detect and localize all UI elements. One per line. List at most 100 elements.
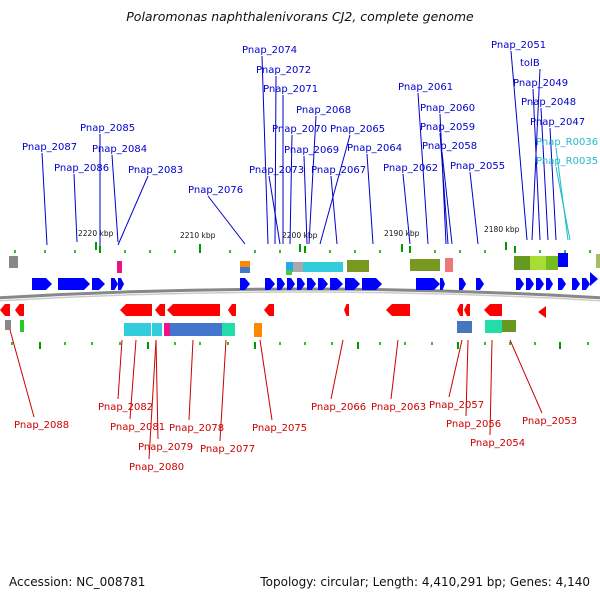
- category-box: [485, 320, 502, 333]
- forward-gene-arrow: [362, 278, 382, 290]
- reverse-gene-leader: [9, 329, 35, 418]
- reverse-gene-leader: [188, 339, 194, 421]
- forward-gene-label: Pnap_2058: [422, 141, 477, 152]
- forward-gene-arrow: [536, 278, 544, 290]
- forward-gene-leader: [555, 147, 569, 241]
- category-box: [254, 323, 262, 337]
- reverse-gene-label: Pnap_2082: [98, 402, 153, 413]
- forward-gene-arrow: [526, 278, 534, 290]
- reverse-gene-leader: [330, 339, 344, 400]
- forward-gene-leader: [303, 155, 308, 245]
- forward-gene-label: Pnap_2060: [420, 103, 475, 114]
- category-box: [502, 320, 516, 332]
- forward-gene-leader: [41, 152, 48, 246]
- category-box: [410, 259, 440, 271]
- forward-gene-label: Pnap_2085: [80, 123, 135, 134]
- forward-gene-label: Pnap_2062: [383, 163, 438, 174]
- category-box: [293, 262, 303, 272]
- reverse-gene-label: Pnap_2057: [429, 400, 484, 411]
- reverse-gene-label: Pnap_2063: [371, 402, 426, 413]
- forward-gene-arrow: [32, 278, 52, 290]
- map-title: Polaromonas naphthalenivorans CJ2, compl…: [126, 9, 474, 24]
- forward-gene-arrow: [330, 278, 343, 290]
- forward-gene-leader: [319, 134, 351, 245]
- category-box: [117, 261, 122, 273]
- forward-gene-arrow: [345, 278, 360, 290]
- accession-text: Accession: NC_008781: [9, 575, 146, 589]
- reverse-gene-label: Pnap_2054: [470, 438, 525, 449]
- forward-gene-label: tolB: [520, 58, 540, 69]
- forward-gene-arrow: [516, 278, 524, 290]
- scale-tick-label: 2190 kbp: [384, 229, 420, 238]
- scale-tick-label: 2210 kbp: [180, 231, 216, 240]
- forward-gene-leader: [417, 92, 429, 245]
- category-box: [445, 258, 453, 272]
- forward-gene-leader: [207, 195, 246, 245]
- forward-gene-arrow: [297, 278, 305, 290]
- category-box: [5, 320, 11, 330]
- reverse-gene-arrow: [167, 304, 220, 316]
- category-box: [9, 256, 18, 268]
- forward-gene-arrow: [111, 278, 118, 290]
- category-box: [530, 256, 546, 270]
- reverse-gene-leader: [148, 339, 157, 460]
- category-box: [546, 256, 558, 270]
- forward-gene-arrow: [92, 278, 105, 290]
- forward-gene-label: Pnap_2070: [272, 124, 327, 135]
- category-box: [457, 321, 472, 333]
- reverse-gene-leader: [489, 339, 493, 436]
- forward-gene-arrow: [307, 278, 316, 290]
- forward-gene-leader: [261, 55, 269, 245]
- forward-gene-label: Pnap_2064: [347, 143, 402, 154]
- category-box: [164, 323, 170, 336]
- forward-gene-label: Pnap_2087: [22, 142, 77, 153]
- reverse-gene-label: Pnap_2075: [252, 423, 307, 434]
- forward-gene-label: Pnap_2055: [450, 161, 505, 172]
- category-box: [124, 323, 151, 336]
- forward-gene-label: Pnap_2083: [128, 165, 183, 176]
- category-box: [514, 256, 530, 270]
- reverse-gene-arrow: [538, 306, 546, 318]
- reverse-gene-label: Pnap_2081: [110, 422, 165, 433]
- forward-gene-arrow: [287, 278, 295, 290]
- category-box: [240, 261, 250, 267]
- category-box: [558, 253, 568, 267]
- reverse-gene-arrow: [0, 304, 10, 316]
- reverse-gene-arrow: [264, 304, 274, 316]
- category-box: [347, 260, 369, 272]
- scale-tick-label: 2180 kbp: [484, 225, 520, 234]
- scale-tick-label: 2200 kbp: [282, 231, 318, 240]
- reverse-gene-leader: [155, 339, 159, 440]
- forward-gene-label: Pnap_2069: [284, 145, 339, 156]
- forward-gene-arrow: [459, 278, 466, 290]
- forward-gene-label: Pnap_2047: [530, 117, 585, 128]
- forward-gene-leader: [439, 132, 449, 245]
- forward-gene-arrow: [476, 278, 484, 290]
- reverse-gene-leader: [448, 339, 463, 398]
- forward-gene-leader: [549, 127, 557, 241]
- forward-gene-arrow: [546, 278, 553, 290]
- forward-gene-arrow: [590, 272, 598, 286]
- reverse-gene-arrow: [155, 304, 165, 316]
- forward-gene-leader: [289, 134, 293, 245]
- reverse-gene-leader: [259, 339, 273, 421]
- category-box: [286, 262, 294, 272]
- reverse-gene-leader: [390, 339, 399, 400]
- forward-gene-arrow: [572, 278, 580, 290]
- forward-gene-leader: [510, 50, 528, 241]
- reverse-gene-label: Pnap_2080: [129, 462, 184, 473]
- forward-gene-leader: [330, 175, 338, 245]
- forward-gene-arrow: [318, 278, 328, 290]
- reverse-gene-arrow: [484, 304, 502, 316]
- forward-gene-arrow: [582, 278, 590, 290]
- forward-gene-label: Pnap_2074: [242, 45, 297, 56]
- reverse-gene-leader: [509, 339, 543, 414]
- forward-gene-leader: [308, 115, 317, 245]
- forward-gene-leader: [532, 88, 541, 241]
- reverse-gene-arrow: [464, 304, 470, 316]
- forward-gene-arrow: [240, 278, 250, 290]
- forward-gene-label: Pnap_2068: [296, 105, 351, 116]
- category-box: [303, 262, 343, 272]
- forward-gene-label: Pnap_2059: [420, 122, 475, 133]
- reverse-gene-label: Pnap_2078: [169, 423, 224, 434]
